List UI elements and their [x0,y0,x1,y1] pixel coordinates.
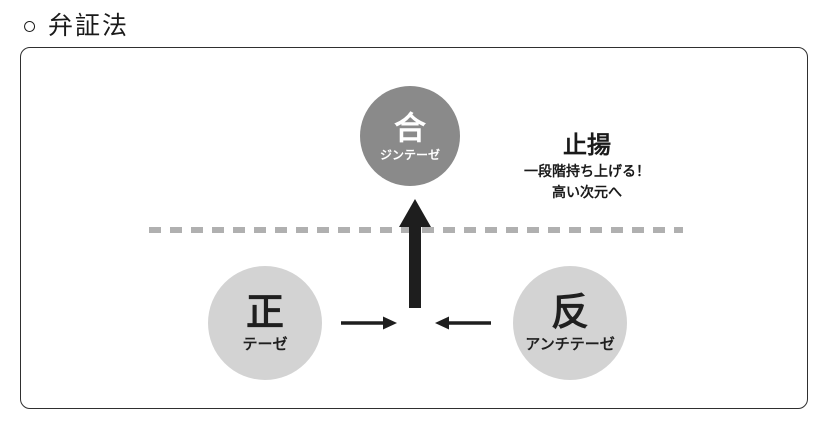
synthesis-sublabel: ジンテーゼ [379,147,440,162]
thesis-sublabel: テーゼ [242,336,288,353]
up-arrow-icon [399,199,431,308]
page-title: ○ 弁証法 [22,12,130,40]
aufheben-note-1: 一段階持ち上げる！ [524,162,650,179]
antithesis-sublabel: アンチテーゼ [525,336,615,353]
thesis-label: 正 [245,292,284,334]
synthesis-circle: 合 ジンテーゼ [360,86,460,186]
antithesis-circle: 反 アンチテーゼ [513,266,627,380]
dashed-divider-line [149,227,683,233]
aufheben-title: 止揚 [563,132,611,159]
right-arrow-icon [383,316,397,330]
antithesis-label: 反 [550,292,589,334]
aufheben-annotation: 止揚 一段階持ち上げる！ 高い次元へ [477,132,697,204]
diagram-frame: 合 ジンテーゼ 止揚 一段階持ち上げる！ 高い次元へ 正 テーゼ 反 アンチテー… [20,47,808,409]
synthesis-label: 合 [393,109,426,146]
aufheben-note-2: 高い次元へ [552,184,622,201]
left-arrow-icon [435,316,449,330]
thesis-circle: 正 テーゼ [208,266,322,380]
